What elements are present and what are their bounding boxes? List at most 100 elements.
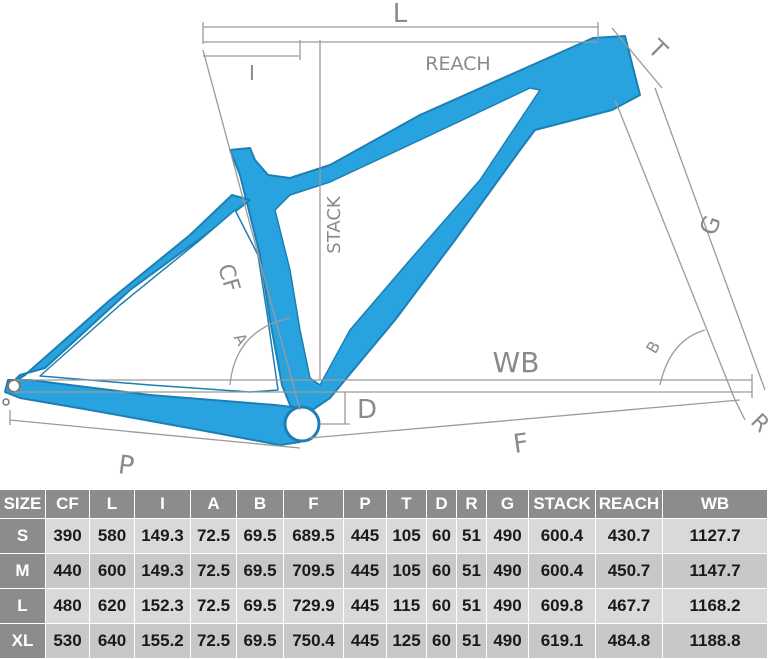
table-cell: 600.4 (529, 519, 596, 554)
table-cell: 480 (46, 589, 90, 624)
table-cell: 125 (387, 624, 427, 659)
col-header: P (344, 490, 387, 519)
rear-triangle-cutout (39, 209, 279, 393)
col-header: B (237, 490, 284, 519)
table-cell: 430.7 (596, 519, 663, 554)
label-f: F (511, 428, 530, 460)
table-cell: 51 (457, 554, 487, 589)
table-cell: 115 (387, 589, 427, 624)
table-cell: 490 (487, 519, 529, 554)
table-cell: 72.5 (191, 554, 237, 589)
table-cell: 467.7 (596, 589, 663, 624)
table-cell: 1188.8 (663, 624, 768, 659)
table-cell: 709.5 (284, 554, 344, 589)
label-i: I (249, 61, 255, 85)
table-cell: 445 (344, 589, 387, 624)
table-cell: 1147.7 (663, 554, 768, 589)
dimension-lines (9, 22, 766, 449)
col-header: I (135, 490, 191, 519)
table-cell: 445 (344, 519, 387, 554)
table-cell: 1168.2 (663, 589, 768, 624)
table-cell: 69.5 (237, 519, 284, 554)
rear-axle (7, 379, 21, 393)
bike-frame (2, 35, 641, 446)
table-cell: 750.4 (284, 624, 344, 659)
table-cell: 445 (344, 554, 387, 589)
table-cell: 72.5 (191, 589, 237, 624)
table-cell: 390 (46, 519, 90, 554)
table-cell: 72.5 (191, 519, 237, 554)
label-b: B (642, 338, 664, 357)
table-row: L 480 620 152.3 72.5 69.5 729.9 445 115 … (0, 589, 768, 624)
table-cell: 149.3 (135, 519, 191, 554)
table-cell: 619.1 (529, 624, 596, 659)
table-cell: 490 (487, 624, 529, 659)
table-cell: 155.2 (135, 624, 191, 659)
col-header: T (387, 490, 427, 519)
table-cell: 152.3 (135, 589, 191, 624)
table-cell: 490 (487, 554, 529, 589)
label-reach: REACH (425, 53, 490, 75)
geometry-table: SIZE CF L I A B F P T D R G STACK REACH … (0, 490, 768, 659)
dropout-bolt (2, 398, 10, 406)
table-row: XL 530 640 155.2 72.5 69.5 750.4 445 125… (0, 624, 768, 659)
col-header: G (487, 490, 529, 519)
col-header: R (457, 490, 487, 519)
table-cell: 729.9 (284, 589, 344, 624)
col-header: WB (663, 490, 768, 519)
table-row: S 390 580 149.3 72.5 69.5 689.5 445 105 … (0, 519, 768, 554)
label-r: R (745, 409, 768, 437)
col-header: A (191, 490, 237, 519)
table-cell: 69.5 (237, 624, 284, 659)
table-cell: 69.5 (237, 554, 284, 589)
col-header: D (427, 490, 457, 519)
table-cell: 105 (387, 519, 427, 554)
label-wb: WB (493, 346, 540, 379)
table-cell: 51 (457, 589, 487, 624)
table-header-row: SIZE CF L I A B F P T D R G STACK REACH … (0, 490, 768, 519)
table-cell: 450.7 (596, 554, 663, 589)
table-cell: 640 (90, 624, 135, 659)
table-cell: 530 (46, 624, 90, 659)
frame-geometry-diagram: L I REACH T STACK G CF A B WB D P F R (2, 0, 768, 482)
table-cell: 105 (387, 554, 427, 589)
label-d: D (357, 395, 377, 425)
size-cell: L (0, 589, 46, 624)
table-cell: 149.3 (135, 554, 191, 589)
label-g: G (694, 212, 727, 239)
table-cell: 440 (46, 554, 90, 589)
table-cell: 484.8 (596, 624, 663, 659)
table-cell: 60 (427, 554, 457, 589)
table-cell: 580 (90, 519, 135, 554)
table-cell: 72.5 (191, 624, 237, 659)
table-cell: 69.5 (237, 589, 284, 624)
size-cell: M (0, 554, 46, 589)
table-cell: 60 (427, 589, 457, 624)
table-cell: 490 (487, 589, 529, 624)
table-cell: 51 (457, 519, 487, 554)
table-row: M 440 600 149.3 72.5 69.5 709.5 445 105 … (0, 554, 768, 589)
label-l: L (393, 0, 408, 29)
col-header: L (90, 490, 135, 519)
main-triangle-cutout (274, 87, 541, 386)
label-t: T (642, 34, 673, 65)
col-header: STACK (529, 490, 596, 519)
table-cell: 1127.7 (663, 519, 768, 554)
table-cell: 51 (457, 624, 487, 659)
table-cell: 620 (90, 589, 135, 624)
table-cell: 689.5 (284, 519, 344, 554)
col-header: F (284, 490, 344, 519)
table-cell: 609.8 (529, 589, 596, 624)
label-stack: STACK (324, 195, 345, 254)
size-cell: S (0, 519, 46, 554)
size-cell: XL (0, 624, 46, 659)
col-header: SIZE (0, 490, 46, 519)
col-header: REACH (596, 490, 663, 519)
bottom-bracket (283, 405, 321, 443)
table-cell: 600 (90, 554, 135, 589)
col-header: CF (46, 490, 90, 519)
table-cell: 60 (427, 624, 457, 659)
label-p: P (116, 450, 136, 482)
table-cell: 445 (344, 624, 387, 659)
table-cell: 600.4 (529, 554, 596, 589)
